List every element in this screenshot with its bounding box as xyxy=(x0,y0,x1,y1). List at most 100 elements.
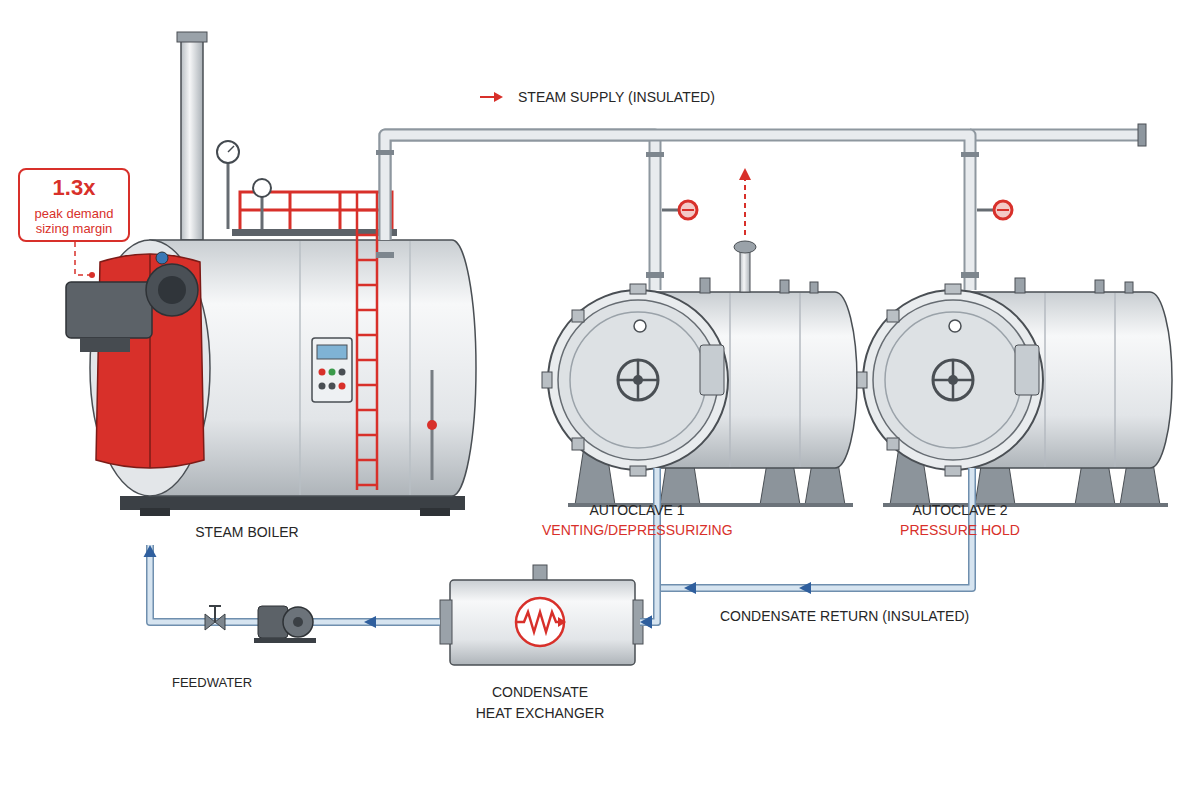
steam-valve xyxy=(994,201,1012,219)
heat-exchanger-illustration xyxy=(533,565,547,581)
steam-valve xyxy=(997,209,1009,211)
steam-boiler-illustration xyxy=(66,32,476,516)
pipe-core xyxy=(385,135,970,290)
steam-header-end xyxy=(970,124,1146,146)
pipe-outline xyxy=(385,135,970,290)
steam-pipe xyxy=(385,135,970,290)
heat-exchanger-illustration xyxy=(558,617,566,627)
steam-valve xyxy=(662,201,1012,219)
steam-direction-arrow xyxy=(494,92,503,102)
condensate-pipe xyxy=(640,545,657,629)
heat-exchanger-node: CONDENSATE HEAT EXCHANGER xyxy=(440,575,640,725)
steam-boiler-illustration xyxy=(140,508,170,516)
leader-line xyxy=(75,242,90,275)
steam-boiler-illustration xyxy=(156,252,168,264)
steam-boiler-illustration xyxy=(299,241,301,495)
steam-boiler-illustration xyxy=(177,32,207,42)
arrow-head xyxy=(640,616,652,629)
heat-exchanger-illustration xyxy=(516,612,564,632)
steam-boiler-illustration xyxy=(319,369,326,376)
pipe-flange xyxy=(376,252,394,258)
autoclave-node: AUTOCLAVE 1 VENTING/DEPRESSURIZING xyxy=(545,290,855,545)
pipe-flange xyxy=(376,150,979,278)
steam-boiler-illustration xyxy=(120,496,465,510)
steam-boiler-illustration xyxy=(80,338,130,352)
equipment-label: STEAM BOILER xyxy=(177,523,317,541)
pipe-core xyxy=(640,545,657,622)
condensate-pipe xyxy=(640,545,972,629)
steam-boiler-illustration xyxy=(329,383,336,390)
pipe-flange xyxy=(646,152,664,157)
steam-boiler-illustration xyxy=(146,264,198,316)
feedwater-pump xyxy=(293,617,303,627)
callout-leader xyxy=(75,242,90,275)
equipment-illustration xyxy=(542,278,857,507)
steam-header-end xyxy=(970,131,1140,140)
steam-boiler-illustration xyxy=(158,276,186,304)
vent-stack xyxy=(739,168,751,180)
pipe-outline xyxy=(640,545,657,622)
flow-arrow xyxy=(684,582,696,594)
steam-boiler-illustration xyxy=(66,282,152,338)
heat-exchanger-illustration xyxy=(450,580,635,665)
feedwater-valve xyxy=(209,605,221,607)
steam-direction-arrow xyxy=(480,92,503,102)
arrow-head xyxy=(640,616,652,629)
pipe-flange xyxy=(376,150,394,155)
status-label: VENTING/DEPRESSURIZING xyxy=(542,521,732,539)
steam-boiler-illustration xyxy=(261,196,264,229)
steam-direction-arrow xyxy=(480,96,495,98)
feedwater-pump xyxy=(283,607,313,637)
callout-note: peak demand sizing margin xyxy=(24,206,124,236)
steam-boiler-illustration xyxy=(409,241,411,495)
steam-boiler-illustration xyxy=(329,369,336,376)
vent-stack xyxy=(734,241,756,253)
equipment-label: AUTOCLAVE 1 xyxy=(542,501,732,519)
flow-arrow xyxy=(364,616,376,628)
equipment-illustration xyxy=(857,278,1172,507)
arrow-head xyxy=(144,545,157,557)
steam-boiler-illustration xyxy=(253,179,271,197)
steam-boiler-illustration xyxy=(181,40,203,240)
steam-boiler-illustration xyxy=(339,369,346,376)
feedwater-valve xyxy=(205,606,225,630)
autoclave-node: AUTOCLAVE 2 PRESSURE HOLD xyxy=(860,290,1170,545)
vent-stack xyxy=(734,168,756,292)
steam-boiler-illustration xyxy=(420,508,450,516)
steam-valve xyxy=(662,209,680,212)
heat-exchanger-illustration xyxy=(440,600,452,644)
pipe-outline xyxy=(385,135,655,290)
heat-exchanger-illustration xyxy=(516,598,564,646)
steam-boiler-illustration xyxy=(357,192,377,490)
callout-box: 1.3x peak demand sizing margin xyxy=(18,168,130,242)
steam-valve xyxy=(682,209,694,211)
status-label: PRESSURE HOLD xyxy=(860,521,1060,539)
heat-exchanger-illustration xyxy=(440,565,643,665)
pipe-label: STEAM SUPPLY (INSULATED) xyxy=(518,88,715,106)
vent-stack xyxy=(744,178,746,235)
steam-boiler-illustration xyxy=(427,420,437,430)
vent-stack xyxy=(740,250,750,292)
steam-boiler-illustration xyxy=(227,162,230,229)
pipe-label: CONDENSATE RETURN (INSULATED) xyxy=(720,607,969,625)
steam-boiler-illustration xyxy=(90,240,210,496)
leader-dot xyxy=(89,272,95,278)
boiler-node: STEAM BOILER xyxy=(90,240,480,545)
steam-boiler-illustration xyxy=(317,345,347,359)
steam-boiler-illustration xyxy=(339,383,346,390)
steam-boiler-illustration xyxy=(217,141,239,163)
steam-header-end xyxy=(970,129,1140,142)
steam-valve xyxy=(679,201,697,219)
flow-arrow xyxy=(799,582,811,594)
steam-boiler-illustration xyxy=(228,146,234,152)
steam-boiler-illustration xyxy=(312,338,352,402)
pipe-flange xyxy=(961,272,979,278)
feedwater-pump xyxy=(254,606,316,643)
equipment-label: CONDENSATE HEAT EXCHANGER xyxy=(473,682,607,724)
steam-boiler-illustration xyxy=(319,383,326,390)
equipment-label: AUTOCLAVE 2 xyxy=(860,501,1060,519)
pipe-label: FEEDWATER xyxy=(172,674,252,692)
steam-header-end xyxy=(1138,124,1146,146)
callout-number: 1.3x xyxy=(20,174,128,202)
